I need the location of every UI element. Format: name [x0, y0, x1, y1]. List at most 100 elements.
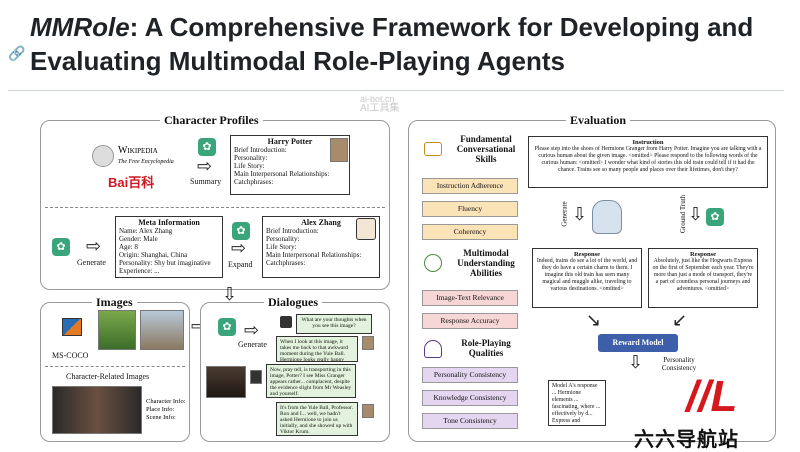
alex-name: Alex Zhang — [301, 218, 341, 227]
instruction-text: Please step into the shoes of Hermione G… — [534, 146, 762, 173]
response-b-text: Absolutely, just like the Hogwarts Expre… — [652, 258, 754, 292]
message-text: When I look at this image, it takes me b… — [280, 339, 348, 362]
person-icon — [424, 340, 442, 358]
chat-icon — [424, 142, 442, 156]
dialogues-title: Dialogues — [264, 295, 323, 310]
arrow-down-left-icon: ↙ — [672, 310, 688, 331]
profile-line: Catchphrases: — [266, 259, 306, 267]
skill-response-accuracy[interactable]: Response Accuracy — [422, 313, 518, 329]
category-multimodal: Multimodal Understanding Abilities — [457, 248, 515, 278]
instruction-title: Instruction — [632, 139, 664, 146]
harry-avatar-icon — [362, 336, 374, 350]
model-output-box: Model A's response ... Hermione elements… — [548, 380, 606, 426]
arrow-down-right-icon: ↘ — [586, 310, 602, 331]
divider — [8, 90, 784, 91]
wikipedia-logo: Wikipedia The Free Encyclopedia — [92, 145, 182, 167]
model-output-text: Model A's response ... Hermione elements… — [552, 383, 601, 424]
coco-image-2 — [140, 310, 184, 350]
expand-label: Expand — [228, 260, 253, 269]
wikipedia-globe-icon — [92, 145, 114, 167]
message-text: Now, pray tell, is transporting in this … — [270, 367, 352, 397]
arrow-down-icon: ⇩ — [628, 352, 644, 373]
character-image — [52, 386, 142, 434]
harry-name: Harry Potter — [267, 137, 313, 146]
profile-line: Personality: — [266, 235, 300, 243]
title-rest: : A Comprehensive Framework for Developi… — [30, 12, 754, 76]
response-b-title: Response — [689, 251, 716, 258]
dialogue-generate-label: Generate — [238, 340, 267, 349]
mscoco-logo-icon — [62, 318, 82, 336]
meta-line: Name: Alex Zhang — [119, 227, 173, 235]
generate-label: Generate — [77, 258, 106, 267]
logo-text: 六六导航站 — [634, 429, 739, 451]
dialogue-image — [206, 366, 246, 398]
info-line: Scene Info: — [146, 414, 176, 421]
images-dashed-divider — [45, 366, 185, 367]
skill-image-text-relevance[interactable]: Image-Text Relevance — [422, 290, 518, 306]
arrow-right-icon: ⇨ — [197, 156, 213, 177]
mscoco-label: MS-COCO — [52, 351, 89, 360]
dialogue-message: When I look at this image, it takes me b… — [276, 336, 358, 362]
profile-line: Life Story: — [234, 162, 265, 170]
logo-mark-icon: //L — [686, 372, 738, 421]
character-profiles-title: Character Profiles — [160, 113, 263, 128]
watermark-line2: AI工具集 — [360, 103, 400, 114]
meta-line: Personality: Shy but imaginative — [119, 259, 211, 267]
profile-line: Catchphrases: — [234, 178, 274, 186]
wiki-tagline: The Free Encyclopedia — [118, 158, 174, 165]
arrow-down-icon: ⇩ — [222, 284, 238, 305]
wiki-name: Wikipedia — [118, 144, 158, 156]
title-italic: MMRole — [30, 12, 130, 42]
info-line: Place Info: — [146, 406, 175, 413]
instruction-box: Instruction Please step into the shoes o… — [528, 136, 768, 188]
profiles-dashed-divider — [45, 207, 385, 208]
meta-information-box: Meta Information Name: Alex Zhang Gender… — [115, 216, 223, 278]
dialogue-message: What are your thoughts when you see this… — [296, 314, 372, 334]
message-text: What are your thoughts when you see this… — [301, 317, 367, 329]
generate-rotated-label: Generate — [560, 201, 569, 227]
profile-line: Brief Introduction: — [234, 146, 287, 154]
meta-line: Origin: Shanghai, China — [119, 251, 188, 259]
skill-personality-consistency[interactable]: Personality Consistency — [422, 367, 518, 383]
profile-line: Main Interpersonal Relationships: — [266, 251, 362, 259]
eye-icon — [424, 254, 442, 272]
profile-line: Brief Introduction: — [266, 227, 319, 235]
chatgpt-icon: ✿ — [232, 222, 250, 240]
robot-icon — [592, 200, 622, 234]
skill-instruction-adherence[interactable]: Instruction Adherence — [422, 178, 518, 194]
harry-avatar-icon — [362, 404, 374, 418]
page-title: MMRole: A Comprehensive Framework for De… — [30, 10, 790, 78]
meta-title: Meta Information — [138, 218, 200, 227]
response-a-box: Response Indeed, trains do see a lot of … — [532, 248, 642, 308]
site-logo[interactable]: //L 六六导航站 — [630, 372, 790, 452]
dialogue-message: It's from the Yule Ball, Professor. Ron … — [276, 402, 358, 436]
snape-avatar-icon — [250, 370, 262, 384]
watermark-line1: ai-bot.cn — [360, 94, 395, 104]
char-related-label: Character-Related Images — [66, 372, 150, 381]
ground-truth-rotated-label: Ground Truth — [679, 194, 688, 234]
chatgpt-icon: ✿ — [198, 138, 216, 156]
response-b-box: Response Absolutely, just like the Hogwa… — [648, 248, 758, 308]
message-text: It's from the Yule Ball, Professor. Ron … — [280, 405, 354, 435]
alex-avatar-icon — [356, 218, 376, 240]
skill-tone-consistency[interactable]: Tone Consistency — [422, 413, 518, 429]
arrow-right-icon: ⇨ — [231, 238, 247, 259]
skill-knowledge-consistency[interactable]: Knowledge Consistency — [422, 390, 518, 406]
chatgpt-icon: ✿ — [218, 318, 236, 336]
response-a-title: Response — [573, 251, 600, 258]
category-role-playing: Role-Playing Qualities — [461, 338, 511, 358]
personality-consistency-label: Personality Consistency — [661, 356, 697, 372]
watermark: ai-bot.cn AI工具集 — [360, 94, 400, 114]
info-line: Character Info: — [146, 398, 186, 405]
arrow-right-icon: ⇨ — [244, 320, 260, 341]
summary-label: Summary — [190, 177, 222, 186]
image-info: Character Info: Place Info: Scene Info: — [146, 398, 186, 422]
arrow-right-icon: ⇨ — [86, 236, 102, 257]
skill-fluency[interactable]: Fluency — [422, 201, 518, 217]
meta-line: Age: 8 — [119, 243, 138, 251]
link-icon[interactable]: 🔗 — [8, 46, 26, 62]
skill-coherency[interactable]: Coherency — [422, 224, 518, 240]
arrow-down-icon: ⇩ — [572, 204, 588, 225]
dialogue-message: Now, pray tell, is transporting in this … — [266, 364, 356, 398]
profile-line: Main Interpersonal Relationships: — [234, 170, 330, 178]
